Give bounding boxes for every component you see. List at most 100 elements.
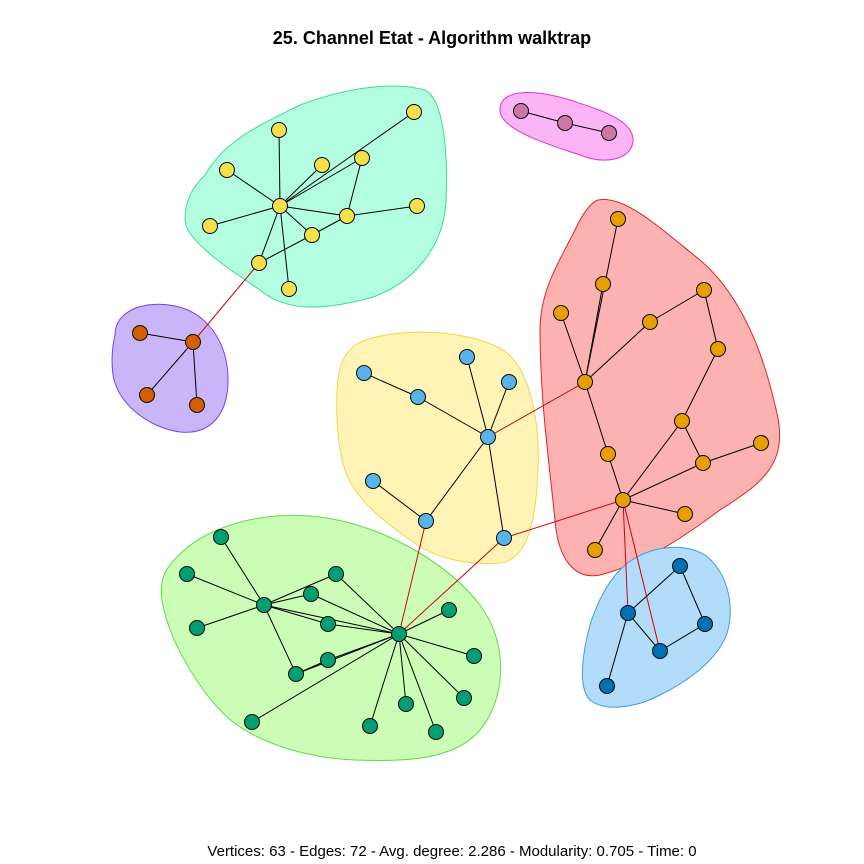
graph-edge xyxy=(398,633,407,705)
graph-node xyxy=(271,122,287,138)
graph-node xyxy=(189,620,205,636)
graph-node xyxy=(710,341,726,357)
graph-node xyxy=(356,365,372,381)
graph-edge xyxy=(702,442,762,464)
graph-edge xyxy=(139,332,194,343)
graph-node xyxy=(179,566,195,582)
graph-edge xyxy=(425,436,489,522)
graph-node xyxy=(362,718,378,734)
graph-node xyxy=(281,281,297,297)
graph-node xyxy=(459,349,475,365)
graph-edge xyxy=(398,633,475,657)
graph-edge xyxy=(372,480,427,522)
graph-node xyxy=(189,397,205,413)
graph-node xyxy=(501,374,517,390)
inter-community-edge xyxy=(503,499,624,539)
graph-edge xyxy=(584,283,604,383)
graph-edge xyxy=(607,453,624,501)
graph-statistics: Vertices: 63 - Edges: 72 - Avg. degree: … xyxy=(207,843,697,860)
graph-node xyxy=(615,492,631,508)
graph-node xyxy=(441,602,457,618)
graph-node xyxy=(213,529,229,545)
graph-node xyxy=(339,208,355,224)
inter-community-edge xyxy=(398,520,427,635)
graph-node xyxy=(219,162,235,178)
graph-node xyxy=(577,374,593,390)
graph-edge xyxy=(627,612,661,652)
graph-edge xyxy=(310,593,400,635)
graph-node xyxy=(599,678,615,694)
graph-node xyxy=(642,314,658,330)
graph-node xyxy=(652,643,668,659)
inter-community-edge xyxy=(487,381,586,438)
graph-edge xyxy=(681,348,719,422)
graph-node xyxy=(610,211,626,227)
graph-node xyxy=(456,690,472,706)
graph-node xyxy=(466,648,482,664)
graph-edge xyxy=(622,499,686,515)
inter-community-edge xyxy=(192,262,260,343)
graph-node xyxy=(418,513,434,529)
graph-edge xyxy=(192,341,198,406)
inter-community-edge xyxy=(398,537,505,635)
graph-edge xyxy=(263,593,312,606)
graph-node xyxy=(202,218,218,234)
community-hull-teal xyxy=(184,85,448,308)
inter-community-edge xyxy=(622,499,629,614)
graph-edge xyxy=(251,633,400,723)
graph-node xyxy=(697,616,713,632)
graph-nodes xyxy=(132,103,769,740)
graph-node xyxy=(398,696,414,712)
graph-edge xyxy=(627,565,681,614)
graph-node xyxy=(620,605,636,621)
graph-node xyxy=(557,115,573,131)
graph-edge xyxy=(649,289,705,323)
graph-edge xyxy=(279,205,290,290)
graph-edge xyxy=(186,573,265,606)
graph-node xyxy=(601,125,617,141)
graph-node xyxy=(314,157,330,173)
graph-edge xyxy=(487,436,505,539)
graph-node xyxy=(406,104,422,120)
graph-edge xyxy=(703,289,719,350)
graph-node xyxy=(303,586,319,602)
graph-edge xyxy=(363,372,419,398)
graph-node xyxy=(354,150,370,166)
inter-community-edge xyxy=(622,499,661,652)
graph-edge xyxy=(263,604,329,625)
graph-edge xyxy=(263,573,337,606)
community-hull-red xyxy=(539,199,780,577)
graph-node xyxy=(600,446,616,462)
graph-edge xyxy=(398,633,465,699)
graph-edge xyxy=(584,381,609,455)
graph-edge xyxy=(279,157,363,207)
graph-edge xyxy=(146,341,194,396)
graph-edge xyxy=(226,169,281,207)
graph-node xyxy=(391,626,407,642)
graph-edge xyxy=(278,129,281,207)
graph-node xyxy=(696,282,712,298)
graph-node xyxy=(244,714,260,730)
graph-edge xyxy=(279,205,348,217)
graph-edge xyxy=(279,164,323,207)
graph-node xyxy=(320,616,336,632)
chart-title: 25. Channel Etat - Algorithm walktrap xyxy=(272,28,592,48)
graph-node xyxy=(587,542,603,558)
graph-node xyxy=(304,227,320,243)
graph-edge xyxy=(622,420,683,501)
graph-edge xyxy=(487,381,510,438)
graph-edge xyxy=(584,218,619,383)
graph-edge xyxy=(584,321,651,383)
graph-edge xyxy=(466,356,489,438)
graph-edge xyxy=(327,623,400,635)
graph-node xyxy=(672,558,688,574)
graph-edge xyxy=(417,396,489,438)
graph-node xyxy=(496,530,512,546)
graph-node xyxy=(410,389,426,405)
graph-node xyxy=(595,276,611,292)
graph-node xyxy=(288,666,304,682)
graph-edge xyxy=(220,536,265,606)
graph-node xyxy=(513,103,529,119)
graph-node xyxy=(328,566,344,582)
